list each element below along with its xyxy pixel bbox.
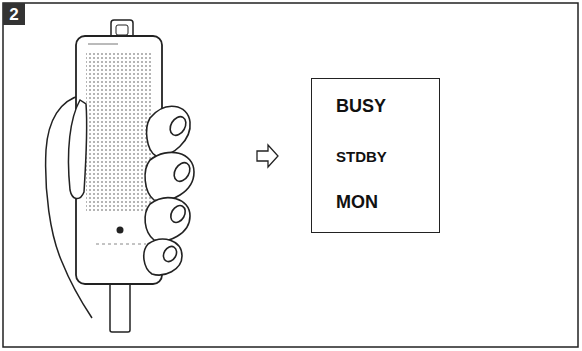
mic-button [117,227,124,234]
fingers [144,106,194,275]
indicator-label: STDBY [336,149,387,164]
speaker-grille [86,52,152,212]
step-number-text: 2 [9,6,18,23]
mic-marking [88,44,118,45]
mic-hanger-hole [116,25,128,35]
thumb [68,100,86,199]
arrow-symbol [257,145,278,167]
indicator-label: MON [336,193,378,211]
indicator-panel: BUSY STDBY MON [311,78,440,233]
step-number: 2 [3,3,25,25]
mic-cord [110,282,130,332]
indicator-label: BUSY [336,97,386,115]
mic-marking [96,244,146,245]
frame [3,3,578,347]
